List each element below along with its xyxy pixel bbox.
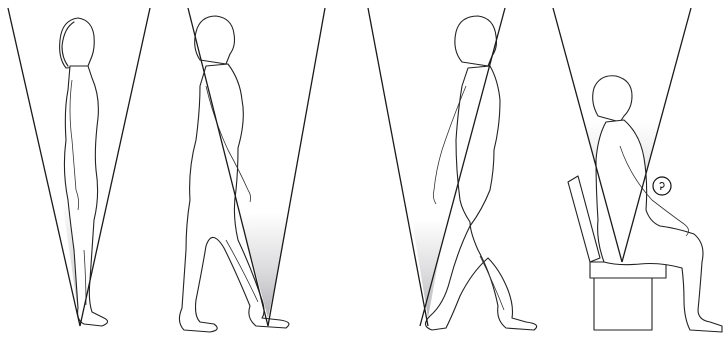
badge-icon: Ꭾ (653, 177, 671, 195)
panel-3-cone-left (368, 8, 428, 326)
panel-seated: Ꭾ (553, 8, 722, 332)
badge-label: Ꭾ (659, 180, 665, 193)
panel-walking-stride (179, 8, 325, 332)
panel-standing (8, 8, 150, 326)
figure-standing (60, 18, 108, 326)
panel-walking-long-stride (368, 8, 537, 330)
panel-2-cone-right (268, 8, 325, 326)
figure-long-stride (425, 16, 536, 330)
